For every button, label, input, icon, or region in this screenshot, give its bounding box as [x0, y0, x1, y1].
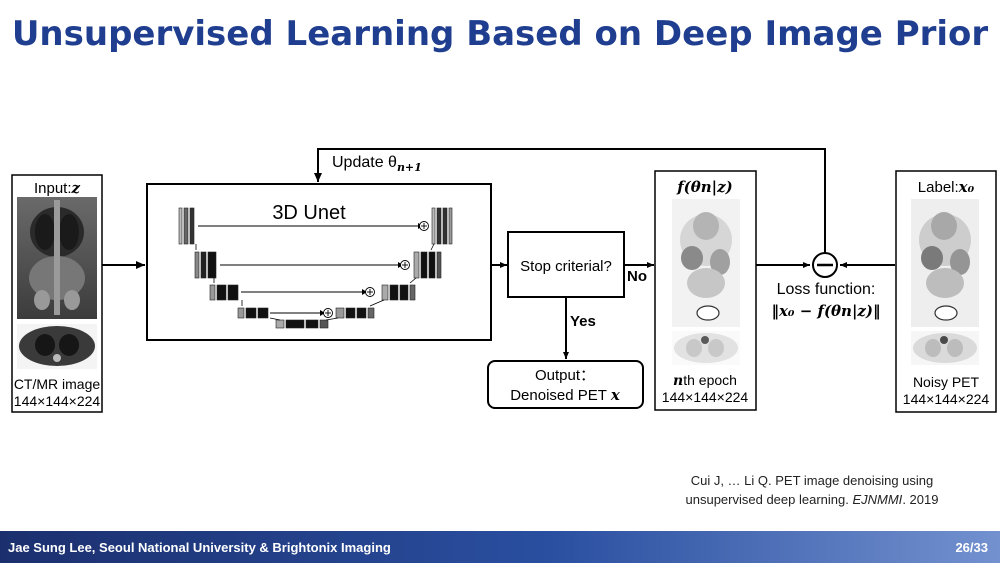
yes-label: Yes: [570, 313, 596, 330]
noisy-pet-axial-image: [911, 331, 979, 365]
unet-label: 3D Unet: [272, 202, 346, 224]
input-caption-modality: CT/MR image: [14, 376, 101, 392]
nth-epoch-size: 144×144×224: [662, 389, 749, 405]
citation: Cui J, … Li Q. PET image denoising using…: [662, 471, 962, 509]
no-label: No: [627, 268, 647, 285]
nth-epoch-caption: nth epoch: [673, 372, 737, 389]
subtract-node: [812, 252, 838, 278]
input-label: Input:z: [34, 179, 81, 197]
stop-criterion-label: Stop criterial?: [520, 258, 612, 275]
label-box: Label:x₀ Noisy PET 144×144×224: [895, 170, 997, 413]
loss-function-label: Loss function:: [777, 281, 876, 298]
update-label: Update θn+1: [332, 154, 422, 174]
ct-axial-image: [17, 324, 97, 369]
noisy-pet-coronal-image: [911, 199, 979, 327]
output-box: Output： Denoised PET x: [487, 360, 644, 409]
citation-line2: unsupervised deep learning. EJNMMI. 2019: [685, 492, 939, 507]
unet-architecture-icon: [178, 207, 453, 329]
ct-coronal-image: [17, 197, 97, 319]
unet-box: 3D Unet: [146, 183, 492, 341]
output-title: Output：: [535, 367, 595, 384]
input-caption-size: 144×144×224: [14, 393, 101, 409]
nth-epoch-box: f(θn|z) nth epoch 144×144×224: [654, 170, 757, 411]
citation-line1: Cui J, … Li Q. PET image denoising using: [690, 473, 934, 488]
label-header: Label:x₀: [918, 178, 975, 196]
page-number: 26/33: [955, 540, 988, 555]
label-caption-size: 144×144×224: [903, 391, 990, 407]
loss-function-formula: ‖x₀ − f(θn|z)‖: [771, 302, 880, 320]
pet-axial-nth-image: [672, 331, 740, 365]
nth-epoch-header: f(θn|z): [676, 178, 733, 196]
footer-author: Jae Sung Lee, Seoul National University …: [8, 540, 391, 555]
stop-criterion-box: Stop criterial?: [507, 231, 625, 298]
output-denoised-label: Denoised PET x: [510, 386, 621, 404]
footer-bar: Jae Sung Lee, Seoul National University …: [0, 531, 1000, 563]
slide-title: Unsupervised Learning Based on Deep Imag…: [11, 14, 989, 54]
input-box: Input:z CT/MR image 144×144×224: [11, 174, 103, 413]
pet-coronal-nth-image: [672, 199, 740, 327]
update-loop: Update θn+1: [314, 148, 826, 257]
label-caption-modality: Noisy PET: [913, 374, 980, 390]
